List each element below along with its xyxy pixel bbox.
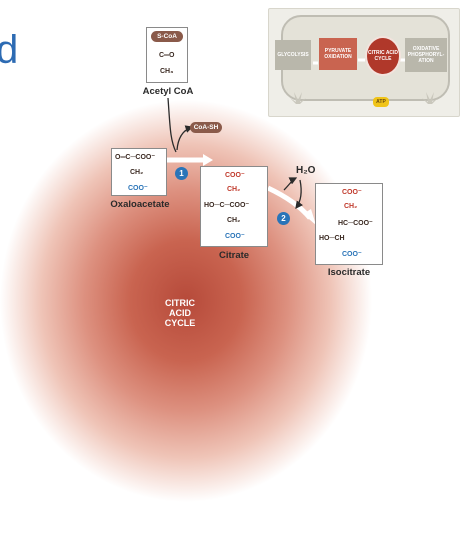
water-arrow-in xyxy=(295,179,304,210)
water-arrow-out xyxy=(283,177,298,191)
inset-pyruvate-oxidation: PYRUVATE OXIDATION xyxy=(319,38,357,70)
step-1-marker: 1 xyxy=(175,167,188,180)
coa-release-arrow xyxy=(176,125,194,151)
oxaloacetate-line-3: COO⁻ xyxy=(128,185,148,192)
acetyl-coa-line-2: C═O xyxy=(159,52,175,59)
isocitrate-line-4: HO─CH xyxy=(319,235,345,242)
citrate-line-2: CH₂ xyxy=(227,186,241,193)
cycle-label-line-1: CITRIC xyxy=(165,298,195,308)
isocitrate-line-3: HC─COO⁻ xyxy=(338,220,373,227)
isocitrate-name: Isocitrate xyxy=(327,267,371,278)
inset-atp-badge: ATP xyxy=(373,97,389,107)
isocitrate-line-5: COO⁻ xyxy=(342,251,362,258)
citrate-name: Citrate xyxy=(218,250,250,261)
isocitrate-line-2: CH₂ xyxy=(344,203,358,210)
acetyl-arrow xyxy=(167,97,177,153)
step-2-marker: 2 xyxy=(277,212,290,225)
inset-oxidative-phosphorylation: OXIDATIVE PHOSPHORYL-ATION xyxy=(405,38,447,72)
citrate-line-3: HO─C─COO⁻ xyxy=(204,202,250,209)
oxaloacetate-structure: O═C─COO⁻ CH₂ COO⁻ xyxy=(111,148,167,196)
citrate-line-1: COO⁻ xyxy=(225,172,245,179)
oxaloacetate-line-2: CH₂ xyxy=(130,169,144,176)
cycle-label-line-3: CYCLE xyxy=(164,318,196,328)
inset-citric-acid-cycle: CITRIC ACID CYCLE xyxy=(365,36,401,76)
acetyl-coa-name: Acetyl CoA xyxy=(142,86,194,97)
coa-sh-badge: CoA-SH xyxy=(190,122,222,133)
inset-glycolysis: GLYCOLYSIS xyxy=(275,40,311,70)
citrate-structure: COO⁻ CH₂ HO─C─COO⁻ CH₂ COO⁻ xyxy=(200,166,268,247)
acetyl-coa-structure: S-CoA C═O CH₃ xyxy=(146,27,188,83)
cycle-background xyxy=(0,100,372,502)
inset-burst-2 xyxy=(422,92,438,104)
oxaloacetate-line-1: O═C─COO⁻ xyxy=(115,154,156,161)
acetyl-coa-badge: S-CoA xyxy=(151,31,183,42)
isocitrate-structure: COO⁻ CH₂ HC─COO⁻ HO─CH COO⁻ xyxy=(315,183,383,265)
citrate-line-4: CH₂ xyxy=(227,217,241,224)
edge-text: d xyxy=(0,28,19,72)
oxaloacetate-name: Oxaloacetate xyxy=(110,199,170,210)
water-label: H₂O xyxy=(296,165,316,176)
cycle-label-line-2: ACID xyxy=(169,308,191,318)
step2-arrow xyxy=(266,185,312,220)
inset-burst-1 xyxy=(290,92,306,104)
isocitrate-line-1: COO⁻ xyxy=(342,189,362,196)
citrate-line-5: COO⁻ xyxy=(225,233,245,240)
acetyl-coa-line-3: CH₃ xyxy=(160,68,174,75)
cycle-label: CITRIC ACID CYCLE xyxy=(150,298,210,328)
